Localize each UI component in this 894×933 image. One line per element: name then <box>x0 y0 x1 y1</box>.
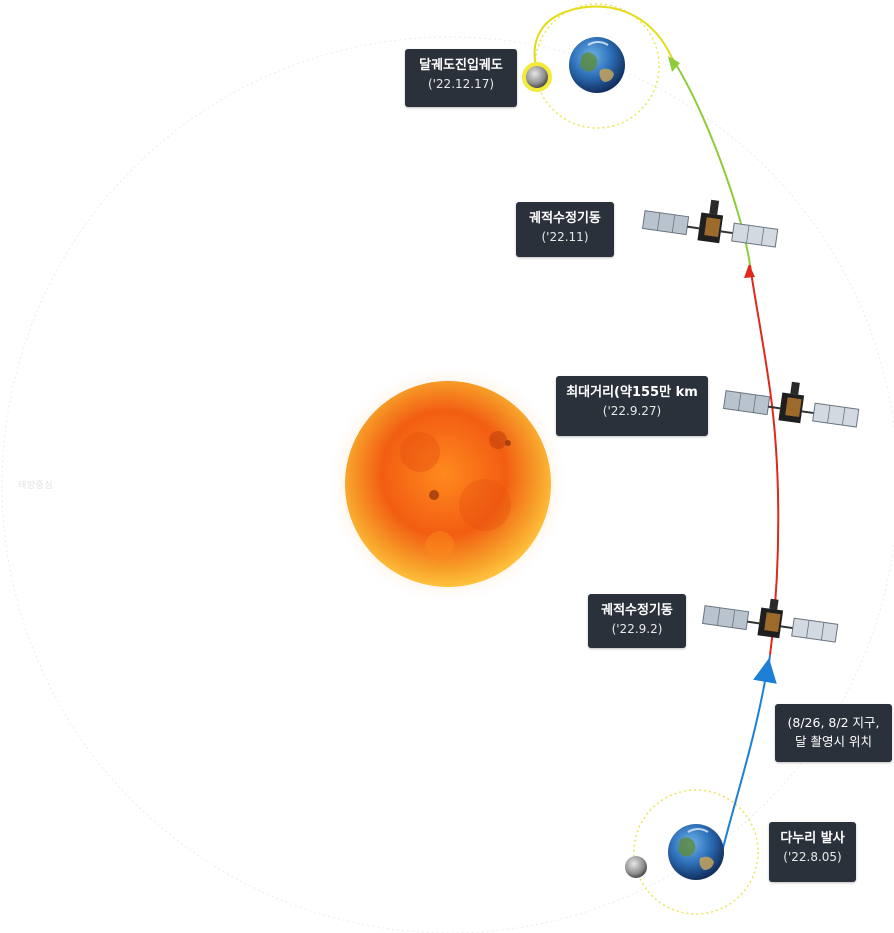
approach-arrow <box>668 56 680 72</box>
sun-center-faint-label: 태양중심 <box>18 481 54 491</box>
label-max-distance-title: 최대거리(약155만 km <box>566 385 698 400</box>
spacecraft-icon-max-distance <box>722 381 860 428</box>
earth-orbit-around-sun <box>1 36 894 933</box>
earth-icon-top <box>569 37 625 93</box>
spacecraft-icon-tcm1 <box>701 598 839 643</box>
label-lunar-orbit-insertion: 달궤도진입궤도 ('22.12.17) <box>405 49 517 107</box>
label-note-line-1: (8/26, 8/2 지구, <box>787 715 880 730</box>
label-launch-title: 다누리 발사 <box>780 831 845 846</box>
transfer-arrow <box>744 264 755 278</box>
label-trajectory-correction-2: 궤적수정기동 ('22.11) <box>516 202 614 257</box>
label-earth-moon-photo-note: (8/26, 8/2 지구, 달 촬영시 위치 <box>775 704 892 762</box>
earth-local-orbit-top <box>534 3 660 129</box>
spacecraft-icon-tcm2 <box>641 199 779 248</box>
label-tcm2-title: 궤적수정기동 <box>529 211 601 226</box>
label-loi-date: ('22.12.17) <box>427 77 495 91</box>
launch-trajectory-arc-upper <box>766 654 771 681</box>
earth-local-orbit-bottom <box>633 789 759 915</box>
launch-trajectory-arc <box>721 658 777 853</box>
label-max-distance: 최대거리(약155만 km ('22.9.27) <box>556 376 708 436</box>
label-tcm1-date: ('22.9.2) <box>611 622 663 636</box>
transfer-trajectory-arc <box>749 264 780 656</box>
label-note-line-2: 달 촬영시 위치 <box>795 734 872 749</box>
lunar-transfer-loop <box>533 5 673 71</box>
label-tcm2-date: ('22.11) <box>541 230 589 244</box>
earth-icon <box>668 824 724 880</box>
label-trajectory-correction-1: 궤적수정기동 ('22.9.2) <box>588 594 686 648</box>
label-launch-date: ('22.8.05) <box>783 850 842 864</box>
label-max-distance-date: ('22.9.27) <box>602 404 662 418</box>
label-tcm1-title: 궤적수정기동 <box>601 603 673 618</box>
moon-icon-top <box>522 62 552 92</box>
moon-icon <box>625 856 647 878</box>
label-launch: 다누리 발사 ('22.8.05) <box>769 822 856 882</box>
sun <box>326 362 570 606</box>
label-loi-title: 달궤도진입궤도 <box>419 58 503 73</box>
